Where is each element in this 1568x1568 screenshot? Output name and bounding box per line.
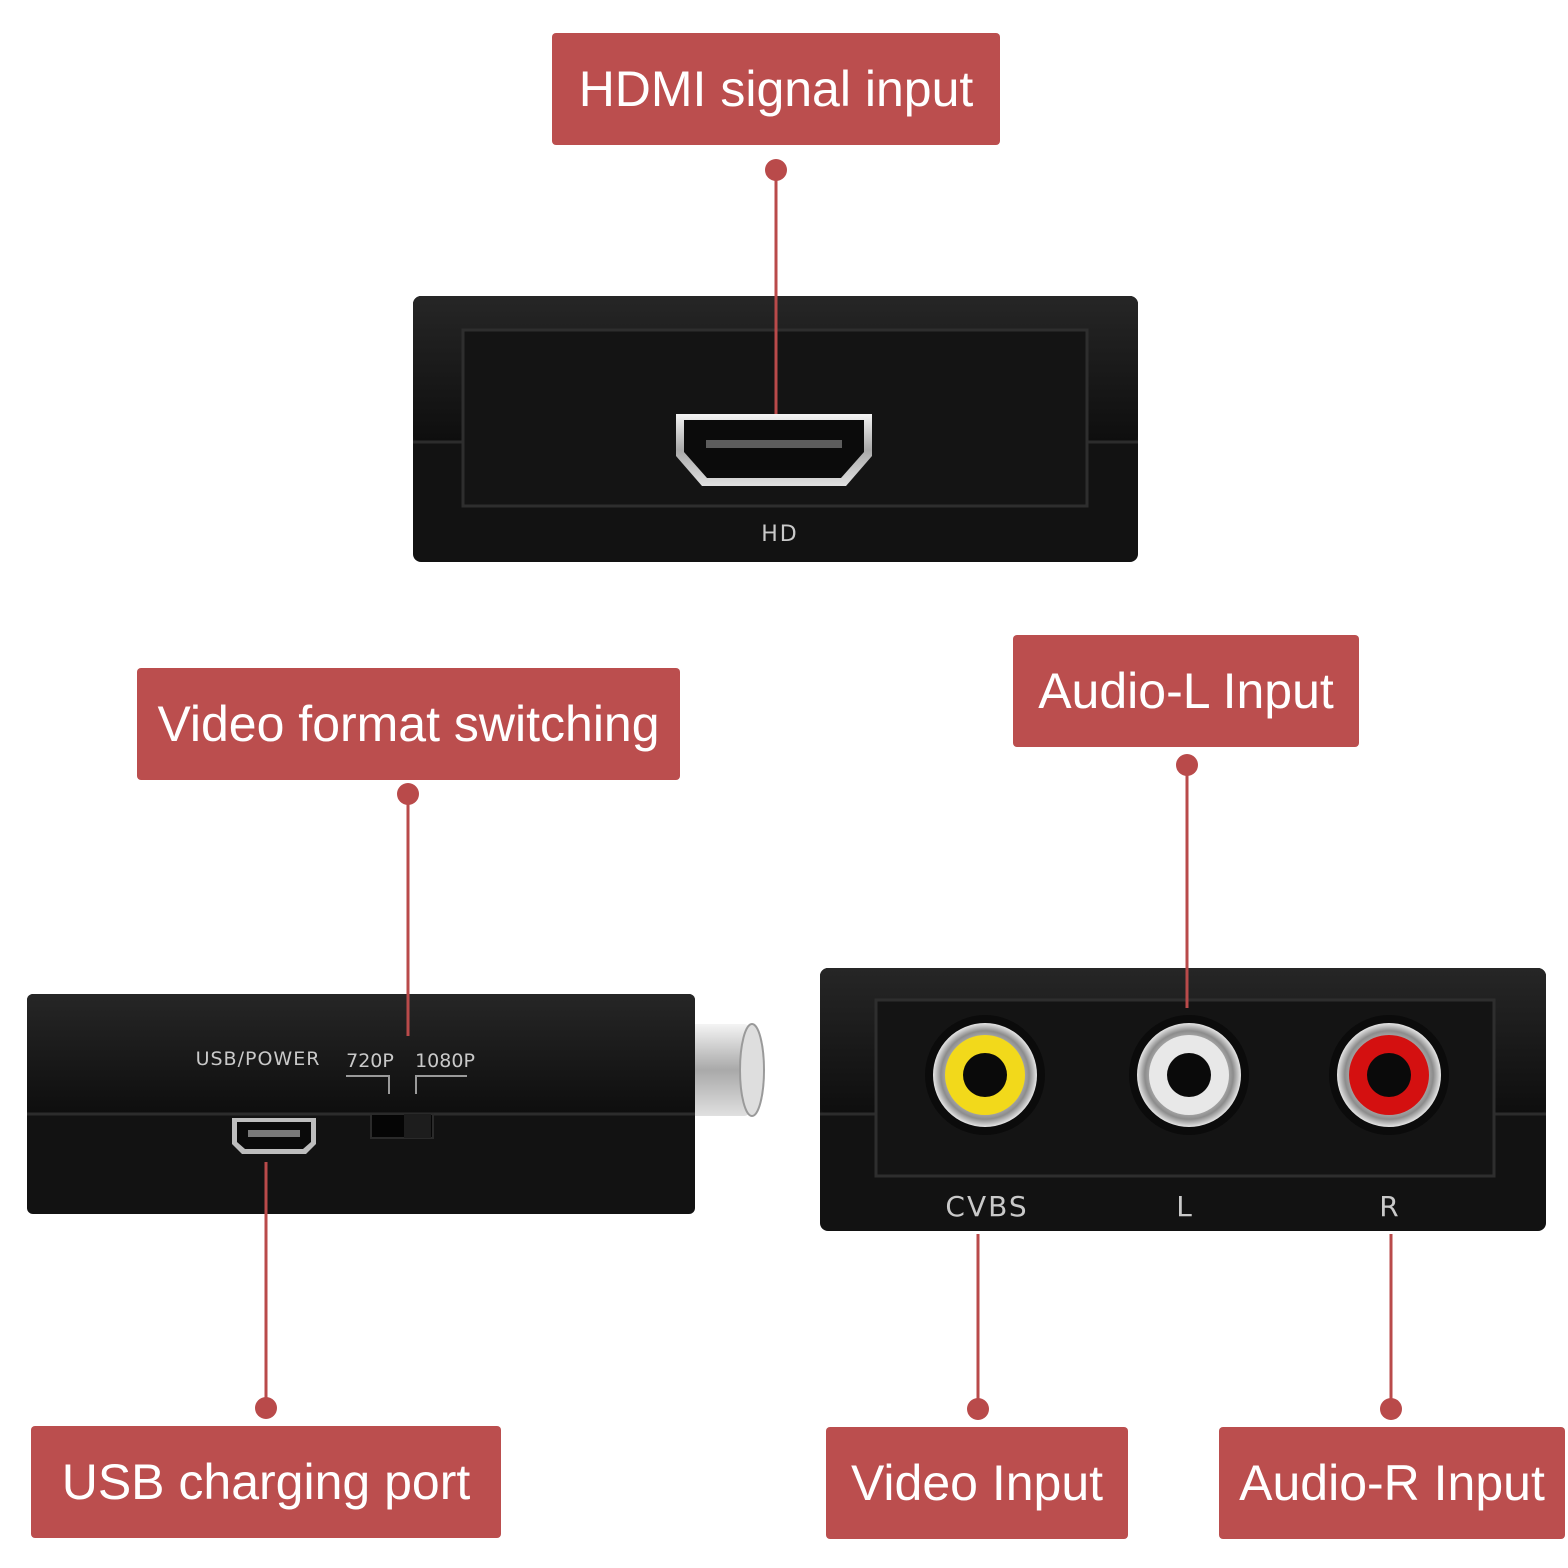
callout-audio-l-input: Audio-L Input [1013,635,1359,747]
1080p-marking: 1080P [415,1050,475,1072]
leader-audio-l [1176,754,1198,1008]
cvbs-marking: CVBS [945,1190,1028,1223]
l-marking: L [1176,1190,1192,1223]
hdmi-port [676,414,872,486]
side-device-face: USB/POWER 720P 1080P [27,994,765,1214]
rca-jack-audio-l [1129,1015,1249,1135]
format-switch [370,1113,434,1139]
leader-audio-r [1380,1234,1402,1420]
hd-marking: HD [761,522,798,547]
callout-hdmi-signal-input: HDMI signal input [552,33,1000,145]
callout-audio-r-input: Audio-R Input [1219,1427,1565,1539]
720p-marking: 720P [346,1050,394,1072]
usb-power-marking: USB/POWER [196,1048,321,1070]
rca-jack-audio-r [1329,1015,1449,1135]
r-marking: R [1379,1190,1398,1223]
leader-video-input [967,1234,989,1420]
callout-video-input: Video Input [826,1427,1128,1539]
rca-device-face: CVBS L R [820,968,1546,1231]
leader-video-format [397,783,419,1036]
leader-usb [255,1162,277,1419]
callout-usb-charging-port: USB charging port [31,1426,501,1538]
callout-leaders [255,159,1402,1420]
leader-hdmi [765,159,787,414]
mini-usb-port [232,1118,316,1154]
rca-jack-video [925,1015,1045,1135]
callout-video-format-switching: Video format switching [137,668,680,780]
